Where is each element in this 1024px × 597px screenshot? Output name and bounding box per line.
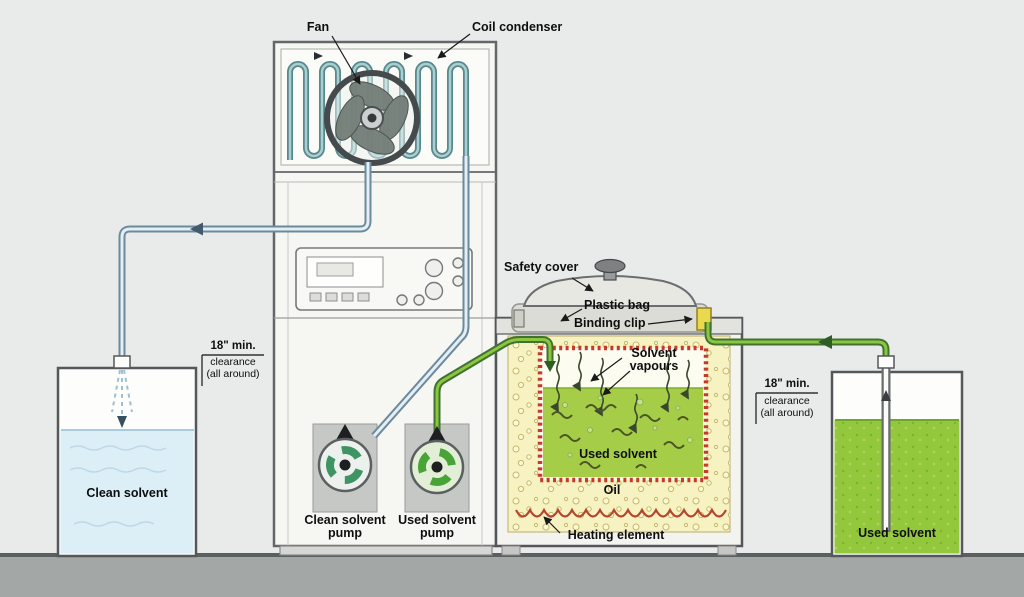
vapour-streams [550, 351, 690, 434]
clean-solvent-tank-shape [56, 366, 198, 558]
binding-clip-label: Binding clip [574, 316, 646, 330]
clearance-left-min: 18" min. [210, 340, 256, 352]
clean-solvent-pump-shape [317, 424, 373, 493]
clean-pump-label-line1: Clean solvent [304, 513, 386, 527]
ground [0, 553, 1024, 597]
clean-solvent-tank-label: Clean solvent [86, 486, 168, 500]
used-pump-label-line1: Used solvent [398, 513, 476, 527]
plastic-bag-label: Plastic bag [584, 298, 650, 312]
used-solvent-pump-shape [409, 426, 465, 495]
suction-tube [877, 355, 895, 532]
clean-pump-label-line2: pump [327, 526, 363, 540]
used-solvent-inner-label: Used solvent [579, 447, 657, 461]
liquid-bubbles [562, 395, 693, 458]
fan-shape [324, 70, 420, 166]
fan-label: Fan [306, 20, 330, 34]
clearance-right-min: 18" min. [764, 378, 810, 390]
clearance-right-around: (all around) [760, 407, 814, 419]
leader-lines [331, 33, 693, 534]
clearance-right-text: clearance [764, 395, 810, 407]
coil-condenser-label: Coil condenser [472, 20, 563, 34]
heating-element-label: Heating element [567, 528, 665, 542]
solvent-vapours-label-line1: Solvent [631, 346, 677, 360]
flow-arrow-left [190, 222, 203, 236]
safety-cover-assembly [511, 258, 712, 333]
control-panel [295, 247, 473, 311]
distillation-unit [494, 316, 744, 556]
clean-solvent-pipe [118, 156, 470, 439]
solvent-vapours-label-line2: vapours [629, 359, 679, 373]
flow-arrow-right [818, 335, 832, 349]
clearance-left-text: clearance [210, 356, 256, 368]
used-pump-label-line2: pump [419, 526, 455, 540]
used-solvent-pipe [433, 322, 890, 446]
used-solvent-tank-label: Used solvent [858, 526, 936, 540]
cover-knob [594, 258, 626, 274]
clean-solvent-inlet [111, 355, 133, 428]
oil-label: Oil [603, 483, 621, 497]
safety-cover-label: Safety cover [504, 260, 579, 274]
clearance-brackets [201, 354, 818, 424]
clearance-left-around: (all around) [206, 368, 260, 380]
liquid-squiggles [551, 404, 689, 469]
used-solvent-tank-shape [830, 370, 964, 558]
